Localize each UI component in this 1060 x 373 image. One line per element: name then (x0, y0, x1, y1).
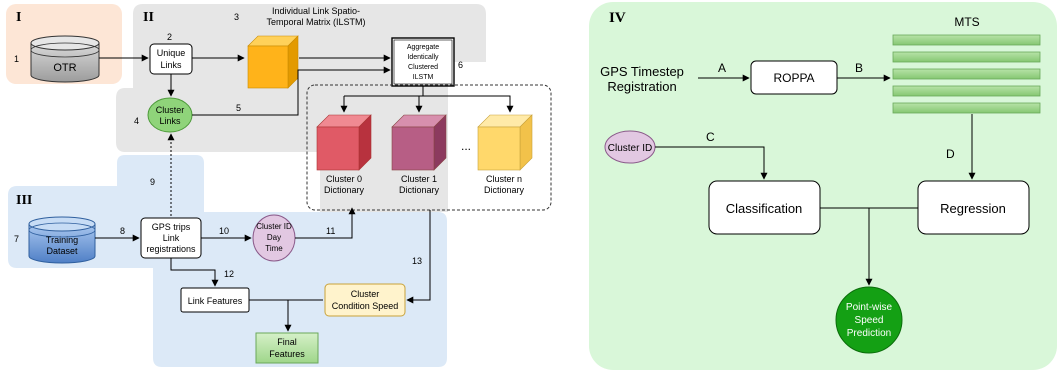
arrow-c (655, 146, 768, 180)
arrow-6-branch-n (344, 95, 514, 113)
speed-prediction-label-1: Point-wise (846, 302, 893, 313)
step-9: 9 (150, 177, 155, 187)
cluster-condition-box (324, 283, 406, 317)
gps-trips-label-1: GPS trips (152, 222, 191, 232)
ilstm-title-2: Temporal Matrix (ILSTM) (266, 17, 365, 27)
mts-stack (892, 34, 1041, 114)
step-2: 2 (167, 32, 172, 42)
training-label-2: Dataset (46, 246, 78, 256)
cluster-links-label-1: Cluster (156, 105, 185, 115)
step-11: 11 (326, 226, 335, 236)
gps-registration-label-1: GPS Timestep (600, 64, 684, 79)
final-features-box (255, 332, 319, 364)
training-label-1: Training (46, 235, 78, 245)
section-III-label: III (16, 193, 32, 208)
cluster-ellipsis: ... (461, 139, 471, 153)
step-13: 13 (412, 256, 422, 266)
cluster-day-time-label-1: Cluster ID (256, 222, 292, 231)
final-features-label-2: Features (269, 349, 305, 359)
arrow-11 (295, 207, 356, 239)
speed-prediction-label-2: Speed (855, 315, 884, 326)
cluster-1-cube (391, 114, 447, 171)
gps-registration-label-2: Registration (607, 79, 676, 94)
cluster-0-label-1: Cluster 0 (326, 174, 362, 184)
aggregate-box (391, 37, 455, 87)
arrow-d-label: D (946, 147, 955, 161)
step-7: 7 (14, 234, 19, 244)
step-3: 3 (234, 12, 239, 22)
unique-links-label-1: Unique (157, 48, 186, 58)
final-features-label-1: Final (277, 337, 297, 347)
step-10: 10 (219, 226, 229, 236)
aggregate-label-1: Aggregate (407, 44, 439, 51)
section-II-label: II (143, 10, 154, 25)
step-5: 5 (236, 103, 241, 113)
cluster-links-label-2: Links (159, 116, 181, 126)
link-features-label: Link Features (188, 296, 243, 306)
arrow-b-label: B (855, 61, 863, 75)
aggregate-label-3: Clustered (408, 64, 438, 71)
section-I-label: I (16, 10, 21, 25)
gps-trips-label-2: Link (163, 233, 180, 243)
training-dataset-cylinder: Training Dataset (28, 216, 96, 264)
arrow-c-label: C (706, 130, 715, 144)
aggregate-label-2: Identically (407, 54, 439, 61)
arrow-12 (170, 258, 219, 287)
cluster-links-node (147, 97, 193, 133)
mts-label: MTS (954, 15, 979, 29)
arrow-5 (192, 66, 391, 116)
ilstm-title-1: Individual Link Spatio- (272, 6, 360, 16)
cluster-day-time-label-3: Time (265, 244, 283, 253)
cluster-1-label-2: Dictionary (399, 185, 440, 195)
roppa-label: ROPPA (773, 71, 814, 85)
step-1: 1 (14, 54, 19, 64)
otr-label: OTR (53, 62, 76, 74)
arrow-a-label: A (718, 61, 726, 75)
arrow-13 (406, 210, 431, 304)
cluster-dictionaries-container (306, 84, 552, 211)
cluster-0-label-2: Dictionary (324, 185, 365, 195)
step-12: 12 (224, 269, 234, 279)
section-IV-label: IV (609, 10, 626, 26)
step-8: 8 (120, 226, 125, 236)
step-4: 4 (134, 116, 139, 126)
regression-label: Regression (940, 201, 1006, 216)
cluster-condition-label-1: Cluster (351, 289, 380, 299)
cluster-n-label-1: Cluster n (486, 174, 522, 184)
cluster-condition-label-2: Condition Speed (332, 301, 399, 311)
gps-trips-label-3: registrations (146, 244, 196, 254)
step-6: 6 (458, 60, 463, 70)
speed-prediction-node (835, 286, 903, 354)
unique-links-label-2: Links (160, 60, 182, 70)
classification-label: Classification (726, 201, 803, 216)
speed-prediction-label-3: Prediction (847, 328, 891, 339)
cluster-id-label: Cluster ID (608, 143, 652, 154)
ilstm-cube (247, 35, 299, 89)
cluster-day-time-label-2: Day (267, 233, 281, 242)
cluster-1-label-1: Cluster 1 (401, 174, 437, 184)
cluster-n-label-2: Dictionary (484, 185, 525, 195)
otr-cylinder: OTR (30, 35, 100, 83)
cluster-0-cube (316, 114, 372, 171)
cluster-n-cube (477, 114, 533, 171)
aggregate-label-4: ILSTM (413, 74, 434, 81)
